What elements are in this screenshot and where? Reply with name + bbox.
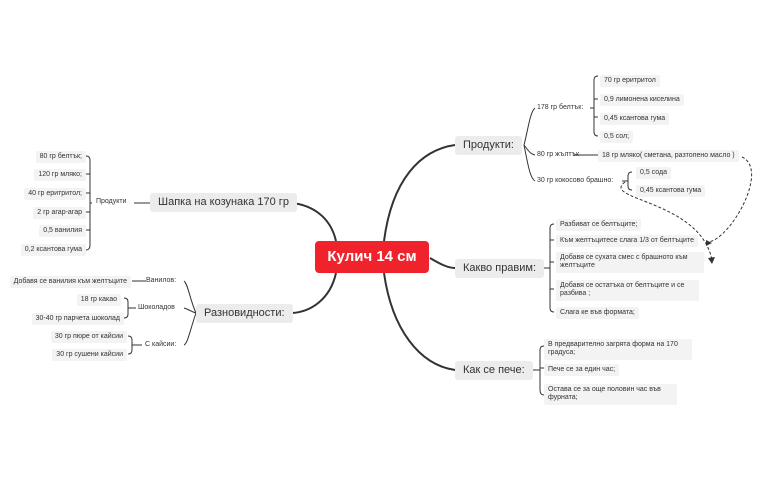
link-root-baking	[383, 272, 456, 371]
products-yolk[interactable]: 80 гр жълтък	[537, 151, 580, 158]
topping-item[interactable]: 0,5 ванилия	[39, 225, 86, 238]
coconut-item[interactable]: 0,5 сода	[636, 167, 671, 180]
products-egg-whites[interactable]: 178 гр белтък:	[537, 104, 584, 111]
branch-products[interactable]: Продукти:	[455, 136, 522, 156]
baking-item[interactable]: Остава се за още половин час във фурната…	[544, 384, 677, 405]
yolk-item[interactable]: 18 гр мляко( сметана, разтопено масло )	[598, 150, 739, 163]
link-root-steps	[429, 257, 456, 269]
baking-item[interactable]: Пече се за един час;	[544, 364, 620, 377]
egg-whites-item[interactable]: 0,5 сол;	[600, 131, 634, 144]
topping-item[interactable]: 120 гр мляко;	[34, 169, 86, 182]
topping-item[interactable]: 80 гр белтък;	[35, 151, 86, 164]
chocolate-item[interactable]: 30-40 гр парчета шоколад	[31, 313, 124, 326]
step-item[interactable]: Слага ке във формата;	[556, 307, 639, 320]
topping-item[interactable]: 0,2 ксантова гума	[20, 244, 86, 257]
branch-steps[interactable]: Какво правим:	[455, 259, 545, 279]
link-root-topping	[291, 202, 337, 242]
branch-topping[interactable]: Шапка на козунака 170 гр	[150, 193, 297, 213]
apricot-item[interactable]: 30 гр сушени кайсии	[52, 349, 127, 362]
branch-baking[interactable]: Как се пече:	[455, 361, 533, 381]
relation-arrow-1	[707, 156, 753, 243]
egg-whites-item[interactable]: 0,9 лимонена киселина	[600, 94, 684, 107]
egg-whites-item[interactable]: 0,45 ксантова гума	[600, 113, 670, 126]
step-item[interactable]: Добавя се остатъка от белтъците и се раз…	[556, 280, 699, 301]
products-coconut[interactable]: 30 гр кокосово брашно:	[537, 177, 614, 184]
egg-whites-item[interactable]: 70 гр еритритол	[600, 75, 660, 88]
vanilla-item[interactable]: Добавя се ванилия към желтъците	[9, 276, 131, 289]
coconut-item[interactable]: 0,45 ксантова гума	[636, 185, 706, 198]
step-item[interactable]: Към желтъцитесе слага 1/3 от белтъците	[556, 235, 698, 248]
step-item[interactable]: Добавя се сухата смес с брашното към жел…	[556, 252, 704, 273]
topping-item[interactable]: 40 гр еритритол;	[24, 188, 86, 201]
step-item[interactable]: Разбиват се белтъците;	[556, 219, 642, 232]
link-root-variants	[291, 272, 337, 314]
branch-variants[interactable]: Разновидности:	[196, 304, 293, 324]
topping-item[interactable]: 2 гр агар-агар	[33, 207, 86, 220]
link-root-products	[383, 144, 456, 242]
relation-arrow-2	[620, 181, 713, 261]
chocolate-item[interactable]: 18 гр какао	[76, 294, 121, 307]
variant-apricot[interactable]: С кайсии:	[145, 341, 177, 348]
topping-products[interactable]: Продукти	[96, 198, 127, 205]
variant-vanilla[interactable]: Ванилов:	[146, 277, 177, 284]
baking-item[interactable]: В предварително загрята форма на 170 гра…	[544, 339, 692, 360]
apricot-item[interactable]: 30 гр пюре от кайсии	[50, 331, 127, 344]
root-topic[interactable]: Кулич 14 см	[315, 241, 429, 273]
variant-chocolate[interactable]: Шоколадов	[138, 304, 175, 311]
